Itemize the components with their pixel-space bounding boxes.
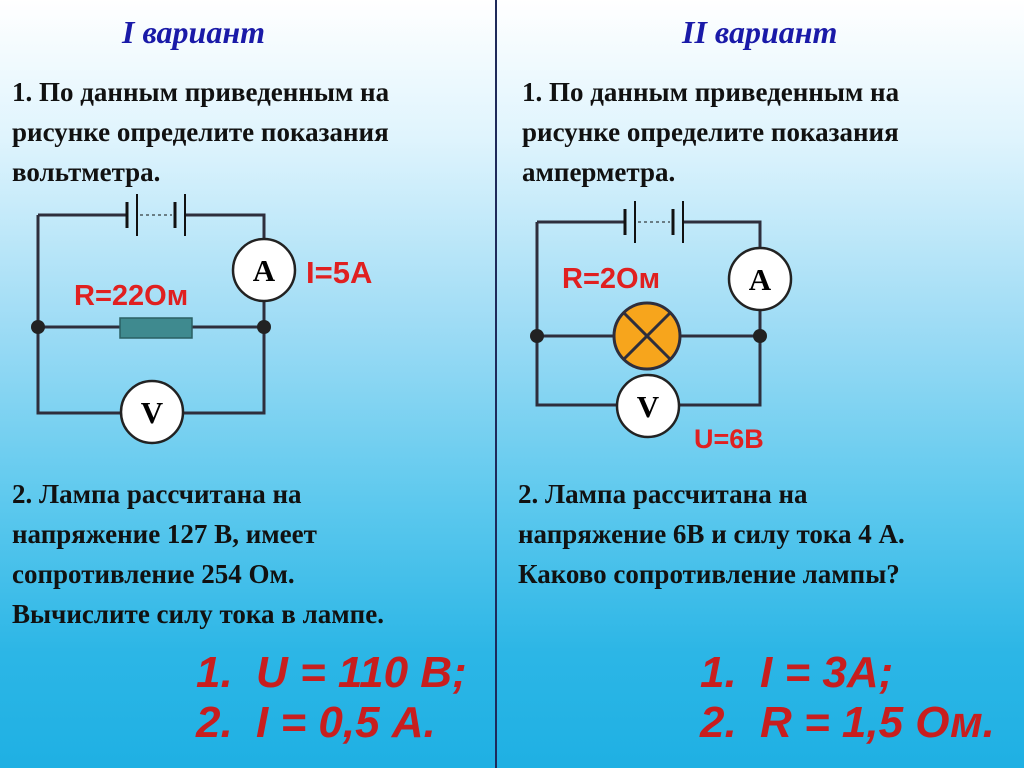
- left-task1-line: вольтметра.: [12, 157, 161, 187]
- resistance-label: R=2Ом: [562, 263, 660, 295]
- voltmeter-icon: V: [615, 373, 681, 439]
- left-task2: 2. Лампа рассчитана на напряжение 127 В,…: [12, 474, 384, 634]
- lamp-icon: [612, 301, 682, 371]
- voltmeter-icon: V: [119, 379, 185, 445]
- left-task2-line: Вычислите силу тока в лампе.: [12, 599, 384, 629]
- current-label: I=5A: [306, 255, 372, 290]
- answer-text: I = 0,5 А.: [256, 698, 436, 747]
- answer-row: 1. U = 110 В;: [196, 648, 467, 698]
- wire: [38, 213, 266, 242]
- answer-number: 1.: [700, 648, 737, 697]
- voltmeter-label: V: [141, 395, 164, 430]
- answer-row: 2. R = 1,5 Ом.: [700, 698, 995, 748]
- right-title: II вариант: [682, 14, 838, 50]
- battery-icon: [623, 201, 684, 243]
- ammeter-label: А: [749, 262, 772, 297]
- right-answers: 1. I = 3А; 2. R = 1,5 Ом.: [700, 648, 995, 748]
- right-task2-line: Каково сопротивление лампы?: [518, 559, 900, 589]
- answer-number: 2.: [196, 698, 233, 747]
- wire: [36, 215, 120, 415]
- column-divider: [495, 0, 497, 768]
- answer-row: 2. I = 0,5 А.: [196, 698, 467, 748]
- right-task1-line: рисунке определите показания: [522, 117, 899, 147]
- left-task1-line: 1. По данным приведенным на: [12, 77, 390, 107]
- resistance-label: R=22Ом: [74, 280, 188, 312]
- junction-dot: [753, 329, 767, 343]
- ammeter-icon: А: [231, 237, 297, 303]
- answer-number: 2.: [700, 698, 737, 747]
- wire: [184, 282, 266, 415]
- left-task2-line: напряжение 127 В, имеет: [12, 519, 317, 549]
- junction-dot: [31, 320, 45, 334]
- right-task2: 2. Лампа рассчитана на напряжение 6В и с…: [518, 474, 905, 594]
- answer-text: I = 3А;: [760, 648, 894, 697]
- right-task1-line: амперметра.: [522, 157, 676, 187]
- left-task1: 1. По данным приведенным на рисунке опре…: [12, 72, 389, 192]
- junction-dot: [530, 329, 544, 343]
- wire: [680, 310, 762, 407]
- right-task1: 1. По данным приведенным на рисунке опре…: [522, 72, 899, 192]
- junction-dot: [257, 320, 271, 334]
- right-circuit-diagram: А V R=2Ом U=6B: [530, 201, 793, 454]
- right-task2-line: напряжение 6В и силу тока 4 А.: [518, 519, 905, 549]
- left-answers: 1. U = 110 В; 2. I = 0,5 А.: [196, 648, 467, 748]
- wire: [537, 220, 762, 248]
- voltmeter-label: V: [637, 389, 660, 424]
- resistor-icon: [119, 317, 193, 339]
- left-task2-line: 2. Лампа рассчитана на: [12, 479, 302, 509]
- answer-text: R = 1,5 Ом.: [760, 698, 995, 747]
- voltage-label: U=6B: [694, 424, 764, 454]
- answer-text: U = 110 В;: [256, 648, 467, 697]
- answer-number: 1.: [196, 648, 233, 697]
- ammeter-icon: А: [727, 246, 793, 312]
- left-task2-line: сопротивление 254 Ом.: [12, 559, 295, 589]
- right-task2-line: 2. Лампа рассчитана на: [518, 479, 808, 509]
- left-title: I вариант: [122, 14, 265, 50]
- answer-row: 1. I = 3А;: [700, 648, 995, 698]
- right-task1-line: 1. По данным приведенным на: [522, 77, 900, 107]
- battery-icon: [125, 194, 186, 236]
- left-circuit-diagram: А V I=5A R=22Ом: [31, 194, 372, 445]
- left-task1-line: рисунке определите показания: [12, 117, 389, 147]
- ammeter-label: А: [253, 253, 276, 288]
- wire: [535, 222, 616, 407]
